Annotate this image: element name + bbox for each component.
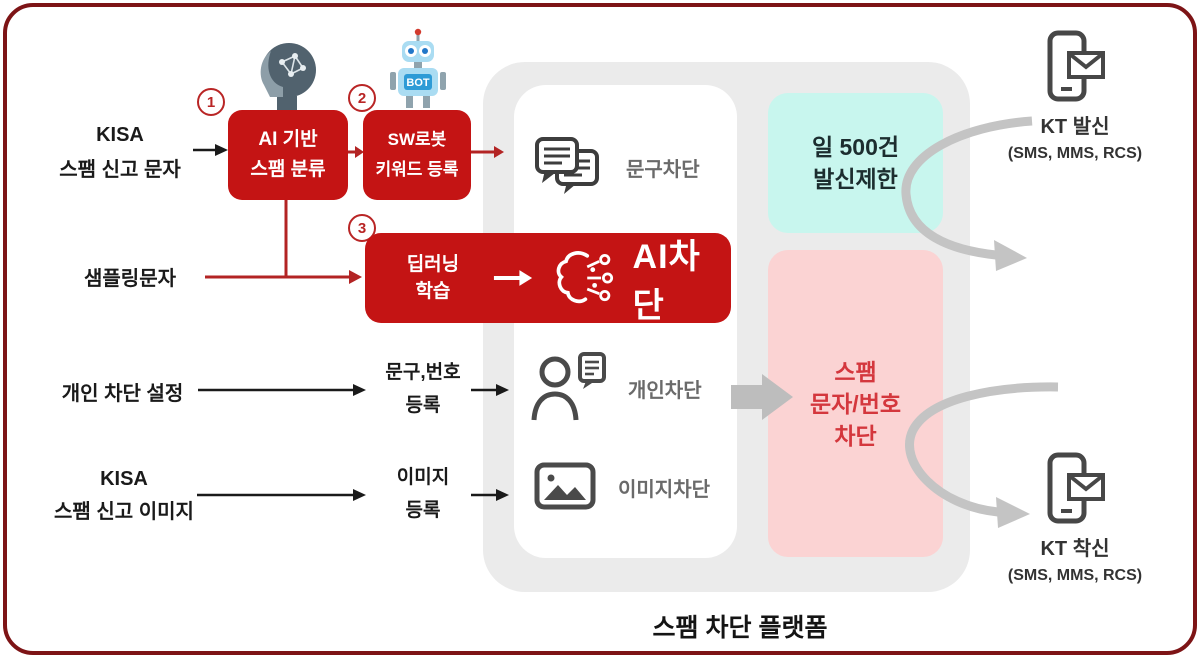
kt-origin-title: KT 발신	[1040, 116, 1110, 138]
white-arrow-icon	[493, 270, 532, 286]
filter-row-phrase-label: 문구차단	[626, 158, 700, 181]
message-bubbles-icon	[535, 137, 599, 194]
bot-icon-text: BOT	[406, 77, 430, 89]
input-kisa-sms: KISA 스팸 신고 문자	[25, 118, 215, 188]
spam-block-line3: 차단	[834, 422, 877, 449]
bot-robot-icon: BOT	[390, 28, 446, 108]
ai-classify-line2: 스팸 분류	[250, 159, 326, 180]
spam-block-line2: 문자/번호	[809, 390, 902, 417]
deep-learning-line1: 딥러닝	[406, 254, 460, 275]
kt-origin-sub: (SMS, MMS, RCS)	[1007, 145, 1143, 162]
platform-caption: 스팸 차단 플랫폼	[652, 614, 828, 642]
input-kisa-image-line2: 스팸 신고 이미지	[54, 501, 194, 523]
ai-brain-icon	[556, 251, 614, 304]
deep-learning-ai-block-box: 딥러닝 학습 AI차단	[365, 233, 731, 325]
deep-learning-label: 딥러닝 학습	[383, 251, 483, 305]
kt-destination-sub: (SMS, MMS, RCS)	[1007, 567, 1143, 584]
spam-block-line1: 스팸	[834, 358, 877, 385]
phrase-number-reg-line1: 문구,번호	[385, 362, 461, 383]
person-note-icon	[531, 352, 606, 421]
filter-row-personal-label: 개인차단	[628, 379, 702, 402]
sw-robot-line2: 키워드 등록	[375, 160, 459, 179]
kt-destination-endpoint: KT 착신 (SMS, MMS, RCS)	[990, 452, 1160, 585]
ai-block-label: AI차단	[632, 238, 701, 325]
daily-limit-line2: 발신제한	[813, 166, 898, 192]
filter-row-image-label: 이미지차단	[618, 478, 710, 501]
step-3-badge: 3	[348, 214, 376, 242]
input-personal-setting: 개인 차단 설정	[61, 383, 184, 405]
ai-head-icon	[260, 43, 316, 112]
image-registration: 이미지 등록	[368, 461, 478, 527]
input-kisa-image-line1: KISA	[100, 468, 148, 490]
phone-mail-icon	[1047, 452, 1105, 524]
phrase-number-reg-line2: 등록	[405, 395, 441, 416]
filter-row-image: 이미지차단	[534, 462, 710, 512]
image-reg-line2: 등록	[405, 500, 441, 521]
spam-block-result-box: 스팸 문자/번호 차단	[768, 250, 943, 557]
filter-row-personal: 개인차단	[530, 350, 702, 426]
kt-destination-title: KT 착신	[1040, 538, 1110, 560]
sw-robot-line1: SW로봇	[387, 130, 447, 149]
input-kisa-sms-line1: KISA	[96, 124, 144, 146]
phone-mail-icon	[1047, 30, 1105, 102]
input-kisa-sms-line2: 스팸 신고 문자	[59, 159, 181, 181]
kt-origin-endpoint: KT 발신 (SMS, MMS, RCS)	[990, 30, 1160, 163]
daily-limit-line1: 일 500건	[811, 134, 900, 160]
step-1-badge: 1	[197, 88, 225, 116]
filter-row-phrase: 문구차단	[534, 136, 700, 198]
input-kisa-image: KISA 스팸 신고 이미지	[28, 463, 220, 529]
ai-classify-line1: AI 기반	[258, 129, 318, 150]
ai-classify-box: AI 기반 스팸 분류	[228, 110, 348, 200]
daily-limit-box: 일 500건 발신제한	[768, 93, 943, 233]
step-2-badge: 2	[348, 84, 376, 112]
photo-icon	[534, 462, 596, 510]
sw-robot-box: SW로봇 키워드 등록	[363, 110, 471, 200]
image-reg-line1: 이미지	[396, 467, 450, 488]
input-sampling: 샘플링문자	[84, 268, 176, 290]
phrase-number-registration: 문구,번호 등록	[368, 356, 478, 422]
deep-learning-line2: 학습	[415, 281, 451, 302]
